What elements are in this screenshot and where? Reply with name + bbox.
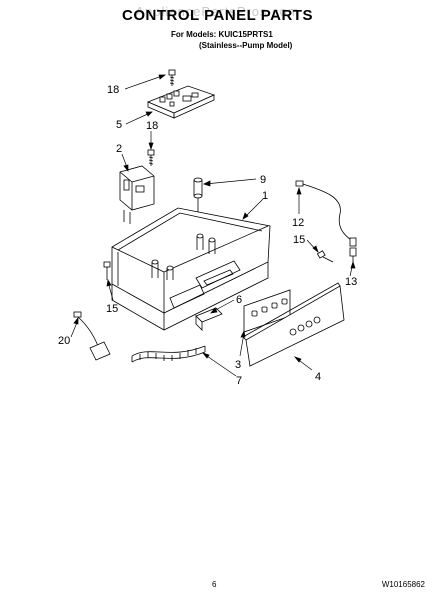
callout-15-right: 15: [293, 234, 305, 246]
part-small-bracket: [195, 307, 223, 331]
callout-12: 12: [292, 217, 304, 229]
part-bracket: [119, 165, 155, 224]
document-number: W10165862: [381, 580, 425, 589]
part-wire-harness-right: [295, 180, 357, 247]
page-number: 6: [212, 580, 217, 589]
callout-2: 2: [116, 143, 122, 155]
callout-6: 6: [236, 294, 242, 306]
part-wire-harness-left: [73, 311, 111, 361]
part-clip: [349, 247, 357, 262]
part-screw-right: [316, 250, 334, 263]
callout-7: 7: [236, 375, 242, 387]
callout-13: 13: [345, 276, 357, 288]
part-screw-left: [103, 261, 111, 280]
leader-lines: [70, 74, 356, 377]
callout-18-top: 18: [107, 84, 119, 96]
part-control-board: [146, 85, 216, 119]
callout-18-board: 18: [146, 120, 158, 132]
part-screw-top: [168, 69, 176, 86]
callout-1: 1: [262, 190, 268, 202]
callout-4: 4: [315, 371, 321, 383]
watermark-text: AppliancePartsPros.com: [135, 4, 300, 19]
variant-line: (Stainless--Pump Model): [199, 41, 293, 50]
part-ribbon-cable: [131, 345, 206, 363]
page-title: CONTROL PANEL PARTS: [122, 7, 313, 24]
part-screw-board: [147, 149, 155, 166]
callout-20: 20: [58, 335, 70, 347]
models-line: For Models: KUIC15PRTS1: [171, 30, 273, 39]
callout-9: 9: [260, 174, 266, 186]
callout-15-left: 15: [106, 303, 118, 315]
part-housing: [111, 207, 271, 331]
callout-5: 5: [116, 119, 122, 131]
callout-3: 3: [235, 359, 241, 371]
part-front-panel: [242, 282, 345, 367]
